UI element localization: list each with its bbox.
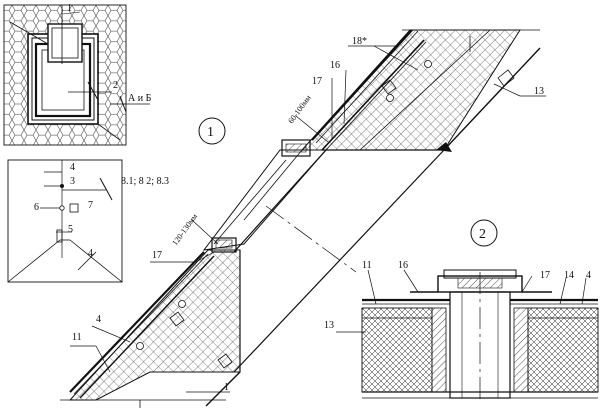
view-marker-1: 1 [198,117,226,145]
schematic-view: 4 3 6 7 5 4 8.1; 8 2; 8.3 [7,159,169,283]
callout-4: 4 [70,162,75,173]
mark-16-upper: 16 [330,60,340,71]
section-14: 14 [564,270,574,281]
callout-3: 3 [70,176,75,187]
callout-5: 5 [68,224,73,235]
mark-1-lower: 1 [224,382,229,393]
dim-60-100: 60-100мм [286,93,313,125]
mark-13-upper: 13 [534,86,544,97]
mark-4-lower: 4 [96,314,101,325]
callout-2: 2 [113,80,118,91]
section-4: 4 [586,270,591,281]
callout-a-and-b: А и Б [128,93,152,104]
plan-view: 1 2 А и Б [3,3,152,146]
mark-18: 18* [352,36,367,47]
callout-1: 1 [67,3,72,14]
svg-text:2: 2 [479,227,486,242]
callout-6: 6 [34,202,39,213]
section-13: 13 [324,320,334,331]
flat-roof-section: 11 16 17 14 4 13 [324,260,599,402]
mark-11-lower: 11 [72,332,82,343]
callout-4b: 4 [88,248,93,259]
callout-refs: 8.1; 8 2; 8.3 [121,176,169,187]
section-17: 17 [540,270,550,281]
mark-17-upper: 17 [312,76,322,87]
callout-7: 7 [88,200,93,211]
svg-text:1: 1 [207,125,214,140]
sloped-roof-section: 18* 17 16 13 60-100мм 120-130мм 17 11 4 … [60,29,546,408]
dim-120-130: 120-130мм [170,212,199,247]
view-marker-2: 2 [470,219,498,247]
mark-17-lower: 17 [152,250,162,261]
section-16: 16 [398,260,408,271]
section-11: 11 [362,260,372,271]
